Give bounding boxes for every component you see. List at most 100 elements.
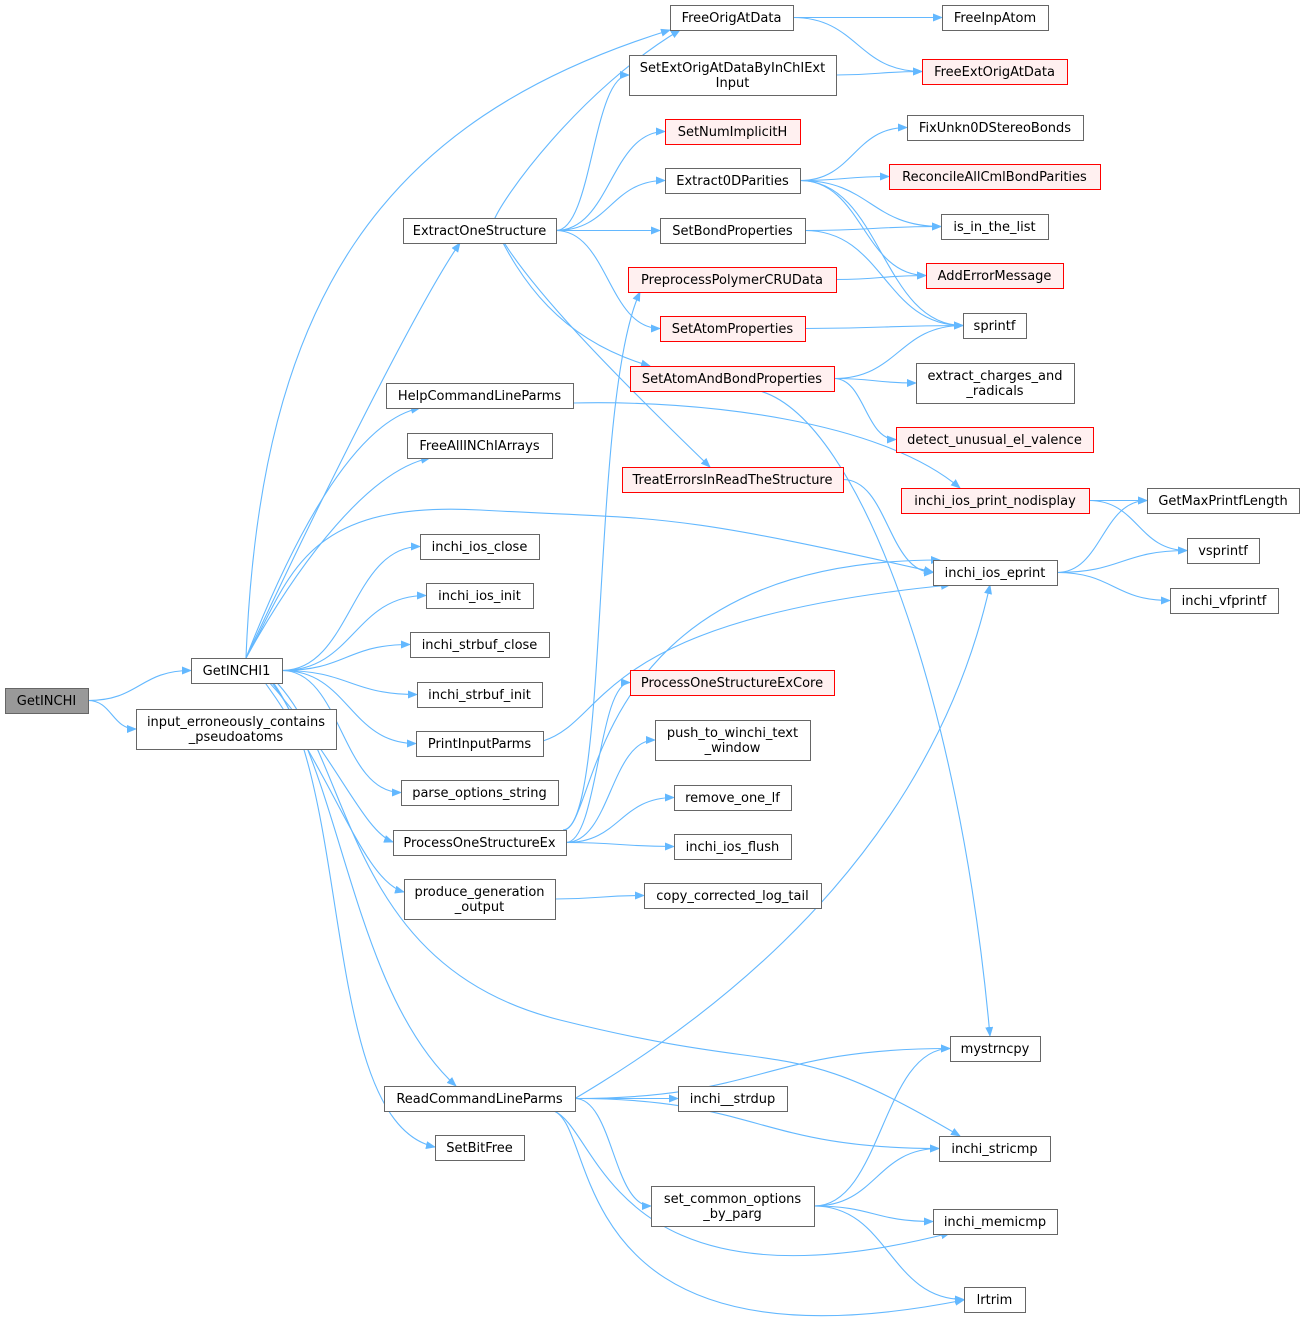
node-inchi_strbuf_init[interactable]: inchi_strbuf_init bbox=[417, 682, 543, 708]
edge-GetINCHI1-to-inchi_stricmp bbox=[245, 657, 961, 1137]
node-box bbox=[655, 720, 811, 761]
node-box bbox=[628, 267, 837, 293]
node-TreatErrorsInReadTheStructure[interactable]: TreatErrorsInReadTheStructure bbox=[622, 467, 844, 493]
edge-GetINCHI-to-GetINCHI1 bbox=[87, 666, 192, 702]
edge-GetINCHI1-to-ReadCommandLineParms bbox=[245, 657, 457, 1087]
node-box bbox=[404, 879, 556, 920]
node-set_common_options_by_parg[interactable]: set_common_options_by_parg bbox=[651, 1186, 815, 1227]
node-push_to_winchi_text_window[interactable]: push_to_winchi_text_window bbox=[655, 720, 811, 761]
node-SetAtomAndBondProperties[interactable]: SetAtomAndBondProperties bbox=[630, 366, 835, 392]
node-box bbox=[1147, 488, 1300, 514]
node-ReadCommandLineParms[interactable]: ReadCommandLineParms bbox=[384, 1086, 576, 1112]
node-ExtractOneStructure[interactable]: ExtractOneStructure bbox=[403, 218, 557, 244]
edge-ReadCommandLineParms-to-mystrncpy bbox=[574, 1044, 951, 1100]
node-detect_unusual_el_valence[interactable]: detect_unusual_el_valence bbox=[896, 427, 1094, 453]
node-label: mystrncpy bbox=[961, 1042, 1030, 1057]
node-box bbox=[403, 218, 557, 244]
node-ProcessOneStructureExCore[interactable]: ProcessOneStructureExCore bbox=[630, 670, 835, 696]
node-inchi_stricmp[interactable]: inchi_stricmp bbox=[939, 1136, 1051, 1162]
node-PrintInputParms[interactable]: PrintInputParms bbox=[416, 731, 544, 757]
node-box bbox=[630, 670, 835, 696]
node-label: TreatErrorsInReadTheStructure bbox=[631, 473, 832, 488]
edge-GetINCHI1-to-inchi_strbuf_init bbox=[281, 669, 418, 699]
node-Extract0DParities[interactable]: Extract0DParities bbox=[665, 168, 801, 194]
node-box bbox=[644, 883, 822, 909]
edge-ReadCommandLineParms-to-inchi_memicmp bbox=[553, 1110, 951, 1257]
edge-Extract0DParities-to-AddErrorMessage bbox=[799, 179, 927, 280]
node-GetINCHI[interactable]: GetINCHI bbox=[5, 688, 89, 714]
node-FreeOrigAtData[interactable]: FreeOrigAtData bbox=[670, 5, 794, 31]
edge-Extract0DParities-to-FixUnkn0DStereoBonds bbox=[799, 123, 908, 182]
node-label: FreeInpAtom bbox=[954, 11, 1036, 26]
node-lrtrim[interactable]: lrtrim bbox=[964, 1287, 1026, 1313]
node-box bbox=[964, 1287, 1026, 1313]
node-HelpCommandLineParms[interactable]: HelpCommandLineParms bbox=[386, 383, 574, 409]
node-SetBondProperties[interactable]: SetBondProperties bbox=[660, 218, 806, 244]
node-box bbox=[651, 1186, 815, 1227]
node-produce_generation_output[interactable]: produce_generation_output bbox=[404, 879, 556, 920]
node-remove_one_lf[interactable]: remove_one_lf bbox=[674, 785, 792, 811]
node-parse_options_string[interactable]: parse_options_string bbox=[401, 780, 559, 806]
node-label: SetAtomProperties bbox=[672, 322, 794, 337]
edge-set_common_options_by_parg-to-inchi_memicmp bbox=[813, 1205, 934, 1226]
node-inchi_ios_init[interactable]: inchi_ios_init bbox=[426, 583, 534, 609]
node-label: copy_corrected_log_tail bbox=[656, 889, 808, 904]
node-SetAtomProperties[interactable]: SetAtomProperties bbox=[660, 316, 806, 342]
node-inchi_ios_eprint[interactable]: inchi_ios_eprint bbox=[933, 560, 1058, 586]
edge-PreprocessPolymerCRUData-to-AddErrorMessage bbox=[835, 271, 927, 281]
node-FreeExtOrigAtData[interactable]: FreeExtOrigAtData bbox=[922, 59, 1068, 85]
node-box bbox=[622, 467, 844, 493]
edges-layer bbox=[87, 13, 1188, 1317]
node-ReconcileAllCmlBondParities[interactable]: ReconcileAllCmlBondParities bbox=[889, 164, 1101, 190]
node-label: SetExtOrigAtDataByInChIExt bbox=[640, 61, 825, 76]
node-AddErrorMessage[interactable]: AddErrorMessage bbox=[926, 263, 1064, 289]
node-inchi_ios_close[interactable]: inchi_ios_close bbox=[420, 534, 540, 560]
node-inchi_ios_flush[interactable]: inchi_ios_flush bbox=[674, 834, 792, 860]
node-box bbox=[941, 214, 1049, 240]
edge-SetBondProperties-to-is_in_the_list bbox=[804, 222, 942, 232]
nodes-layer: GetINCHI GetINCHI1 input_erroneously_conta… bbox=[5, 5, 1300, 1313]
node-GetMaxPrintfLength[interactable]: GetMaxPrintfLength bbox=[1147, 488, 1300, 514]
node-label: vsprintf bbox=[1198, 544, 1248, 559]
node-inchi_memicmp[interactable]: inchi_memicmp bbox=[933, 1209, 1058, 1235]
node-vsprintf[interactable]: vsprintf bbox=[1187, 538, 1260, 564]
node-ProcessOneStructureEx[interactable]: ProcessOneStructureEx bbox=[393, 830, 567, 856]
node-box bbox=[386, 383, 574, 409]
node-inchi_ios_print_nodisplay[interactable]: inchi_ios_print_nodisplay bbox=[901, 488, 1090, 514]
node-label: AddErrorMessage bbox=[938, 269, 1052, 284]
node-FreeInpAtom[interactable]: FreeInpAtom bbox=[942, 5, 1049, 31]
edge-GetINCHI1-to-PrintInputParms bbox=[281, 669, 417, 748]
node-label: SetBondProperties bbox=[672, 224, 793, 239]
node-FixUnkn0DStereoBonds[interactable]: FixUnkn0DStereoBonds bbox=[907, 115, 1084, 141]
node-label: _radicals bbox=[965, 384, 1023, 399]
node-mystrncpy[interactable]: mystrncpy bbox=[950, 1036, 1041, 1062]
node-copy_corrected_log_tail[interactable]: copy_corrected_log_tail bbox=[644, 883, 822, 909]
node-box bbox=[933, 1209, 1058, 1235]
edge-ReadCommandLineParms-to-set_common_options_by_parg bbox=[574, 1097, 652, 1210]
edge-GetINCHI1-to-parse_options_string bbox=[281, 669, 402, 797]
node-box bbox=[629, 55, 837, 96]
node-SetBitFree[interactable]: SetBitFree bbox=[435, 1135, 525, 1161]
node-FreeAllINChIArrays[interactable]: FreeAllINChIArrays bbox=[407, 433, 553, 459]
node-label: FixUnkn0DStereoBonds bbox=[919, 121, 1071, 136]
node-sprintf[interactable]: sprintf bbox=[963, 313, 1027, 339]
node-PreprocessPolymerCRUData[interactable]: PreprocessPolymerCRUData bbox=[628, 267, 837, 293]
node-label: SetNumImplicitH bbox=[678, 125, 788, 140]
node-inchi_strbuf_close[interactable]: inchi_strbuf_close bbox=[410, 632, 550, 658]
edge-inchi_ios_eprint-to-GetMaxPrintfLength bbox=[1056, 496, 1148, 574]
node-inchi__strdup[interactable]: inchi__strdup bbox=[678, 1086, 788, 1112]
node-box bbox=[670, 5, 794, 31]
edge-ProcessOneStructureEx-to-PreprocessPolymerCRUData bbox=[562, 291, 641, 831]
edge-GetINCHI1-to-inchi_strbuf_close bbox=[281, 640, 411, 672]
node-GetINCHI1[interactable]: GetINCHI1 bbox=[191, 658, 283, 684]
node-label: Extract0DParities bbox=[676, 174, 789, 189]
node-label: GetINCHI1 bbox=[203, 664, 271, 679]
node-box bbox=[426, 583, 534, 609]
node-inchi_vfprintf[interactable]: inchi_vfprintf bbox=[1170, 588, 1279, 614]
node-SetNumImplicitH[interactable]: SetNumImplicitH bbox=[665, 119, 801, 145]
edge-SetAtomAndBondProperties-to-detect_unusual_el_valence bbox=[833, 377, 897, 444]
node-is_in_the_list[interactable]: is_in_the_list bbox=[941, 214, 1049, 240]
node-extract_charges_and_radicals[interactable]: extract_charges_and_radicals bbox=[916, 363, 1075, 404]
node-input_erroneously[interactable]: input_erroneously_contains_pseudoatoms bbox=[136, 709, 337, 750]
